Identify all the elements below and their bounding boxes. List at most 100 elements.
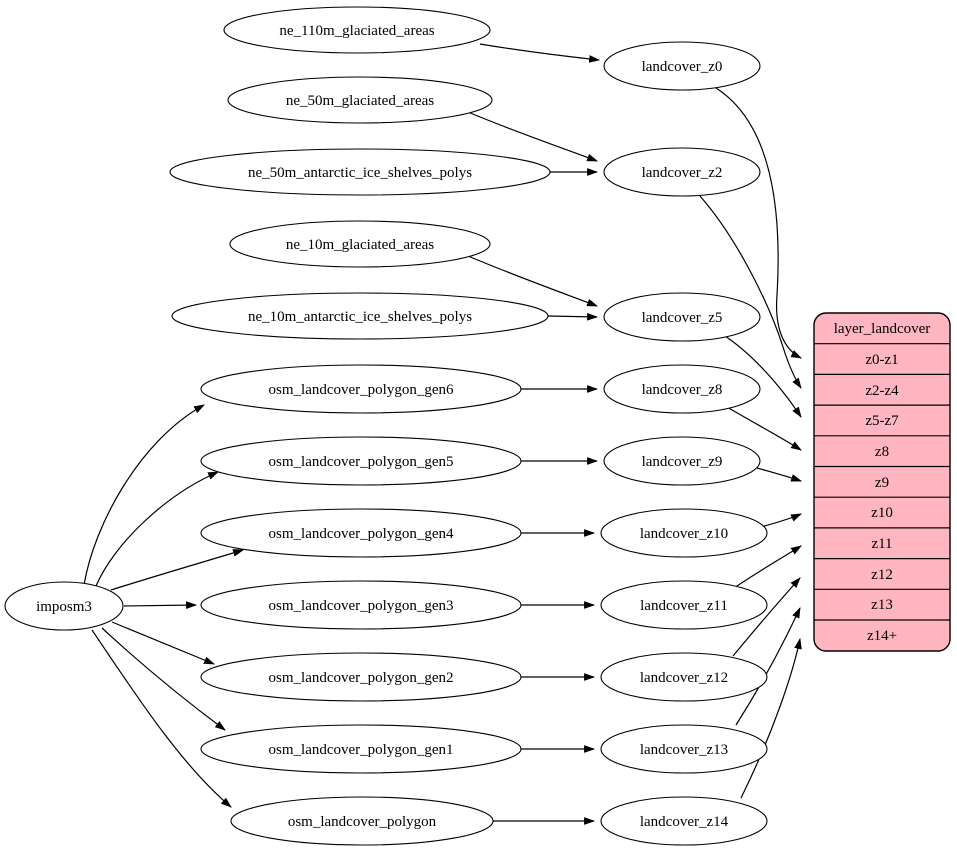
edge-imposm3-to-gen4 [110,549,245,591]
edge-imposm3-to-polygon [91,629,232,808]
layer-row-z0-z1: z0-z1 [865,352,898,368]
source-label: ne_50m_antarctic_ice_shelves_polys [248,165,472,181]
node-landcover_z9: landcover_z9 [603,436,761,486]
node-osm_landcover_polygon: osm_landcover_polygon [230,796,494,846]
table-label: landcover_z5 [642,310,723,326]
table-label: landcover_z11 [640,598,728,614]
edge-imposm3-to-gen6 [83,404,205,586]
source-ellipse [200,508,522,558]
source-ellipse [200,652,522,702]
node-ne_10m_antarctic_ice_shelves_polys: ne_10m_antarctic_ice_shelves_polys [171,292,549,340]
layer-row-z11: z11 [871,536,892,552]
edge-z13-to-row-z13 [735,607,801,726]
layer-row-z10: z10 [871,505,893,521]
layer-row-z12: z12 [871,567,893,583]
table-label: landcover_z9 [642,454,723,470]
node-landcover_z14: landcover_z14 [600,796,768,846]
source-label: ne_10m_glaciated_areas [286,237,434,253]
source-label: osm_landcover_polygon_gen4 [269,526,454,542]
node-osm_landcover_polygon_gen5: osm_landcover_polygon_gen5 [200,436,522,486]
layer-title: layer_landcover [834,321,931,337]
edge-imposm3-to-gen2 [111,621,216,665]
layer-row-z14plus: z14+ [867,628,897,644]
table-label: landcover_z2 [642,165,723,181]
layer-record-box [813,312,951,652]
table-ellipse [603,41,761,91]
source-label: osm_landcover_polygon_gen3 [269,598,454,614]
node-osm_landcover_polygon_gen3: osm_landcover_polygon_gen3 [200,580,522,630]
node-layer_landcover: layer_landcover z0-z1 z2-z4 z5-z7 z8 z9 … [813,312,951,652]
node-ne_110m_glaciated_areas: ne_110m_glaciated_areas [223,6,491,54]
edge-z5-to-row-z5z7 [721,333,802,418]
edge-ne110m-to-z0 [479,43,601,63]
source-label: ne_10m_antarctic_ice_shelves_polys [248,309,472,325]
node-landcover_z11: landcover_z11 [600,580,768,630]
source-ellipse [171,292,549,340]
layer-row-z13: z13 [871,597,893,613]
table-label: landcover_z8 [642,382,723,398]
layer-row-z8: z8 [875,444,889,460]
source-ellipse [229,220,491,268]
table-ellipse [603,436,761,486]
node-landcover_z13: landcover_z13 [600,724,768,774]
table-ellipse [600,652,768,702]
source-ellipse [200,580,522,630]
node-imposm3: imposm3 [4,581,124,631]
node-osm_landcover_polygon_gen2: osm_landcover_polygon_gen2 [200,652,522,702]
edge-ne10m-antarctic-to-z5 [547,312,599,321]
layer-row-z2-z4: z2-z4 [865,383,899,399]
edge-z2-to-row-z2z4 [699,195,802,389]
edge-z0-to-row-z0z1 [715,87,802,359]
edge-z14-to-row-z14plus [740,637,802,799]
layer-row-z5-z7: z5-z7 [865,413,899,429]
node-landcover_z2: landcover_z2 [603,147,761,197]
node-landcover_z5: landcover_z5 [603,292,761,342]
edge-z11-to-row-z11 [733,545,802,589]
edge-layer [83,43,803,825]
table-ellipse [600,580,768,630]
node-landcover_z0: landcover_z0 [603,41,761,91]
table-label: landcover_z10 [640,526,728,542]
table-label: landcover_z0 [642,59,723,75]
source-ellipse [227,76,493,124]
node-landcover_z8: landcover_z8 [603,364,761,414]
edge-z10-to-row-z10 [760,513,803,528]
source-label: osm_landcover_polygon [288,814,437,830]
table-ellipse [600,724,768,774]
node-ne_10m_glaciated_areas: ne_10m_glaciated_areas [229,220,491,268]
imposm3-ellipse [4,581,124,631]
edge-z9-to-row-z9 [756,467,803,482]
source-ellipse [230,796,494,846]
table-ellipse [603,364,761,414]
source-ellipse [223,6,491,54]
edge-ne10m-glaciated-to-z5 [467,255,599,307]
table-ellipse [600,796,768,846]
table-label: landcover_z13 [640,742,728,758]
node-osm_landcover_polygon_gen4: osm_landcover_polygon_gen4 [200,508,522,558]
source-label: osm_landcover_polygon_gen5 [269,454,454,470]
imposm3-label: imposm3 [36,599,92,615]
edge-ne50m-glaciated-to-z2 [467,111,599,162]
table-label: landcover_z12 [640,670,728,686]
source-ellipse [200,436,522,486]
node-landcover_z10: landcover_z10 [600,508,768,558]
source-label: osm_landcover_polygon_gen6 [269,382,454,398]
layer-row-z9: z9 [875,475,889,491]
node-osm_landcover_polygon_gen6: osm_landcover_polygon_gen6 [200,364,522,414]
source-label: osm_landcover_polygon_gen1 [269,742,454,758]
table-ellipse [600,508,768,558]
source-label: osm_landcover_polygon_gen2 [269,670,454,686]
source-label: ne_110m_glaciated_areas [279,23,434,39]
source-ellipse [200,364,522,414]
source-ellipse [169,148,551,196]
node-osm_landcover_polygon_gen1: osm_landcover_polygon_gen1 [200,724,522,774]
table-label: landcover_z14 [640,814,729,830]
edge-imposm3-to-gen3 [123,601,198,609]
edge-z8-to-row-z8 [726,406,802,451]
source-ellipse [200,724,522,774]
source-label: ne_50m_glaciated_areas [286,93,434,109]
node-ne_50m_antarctic_ice_shelves_polys: ne_50m_antarctic_ice_shelves_polys [169,148,551,196]
table-ellipse [603,292,761,342]
